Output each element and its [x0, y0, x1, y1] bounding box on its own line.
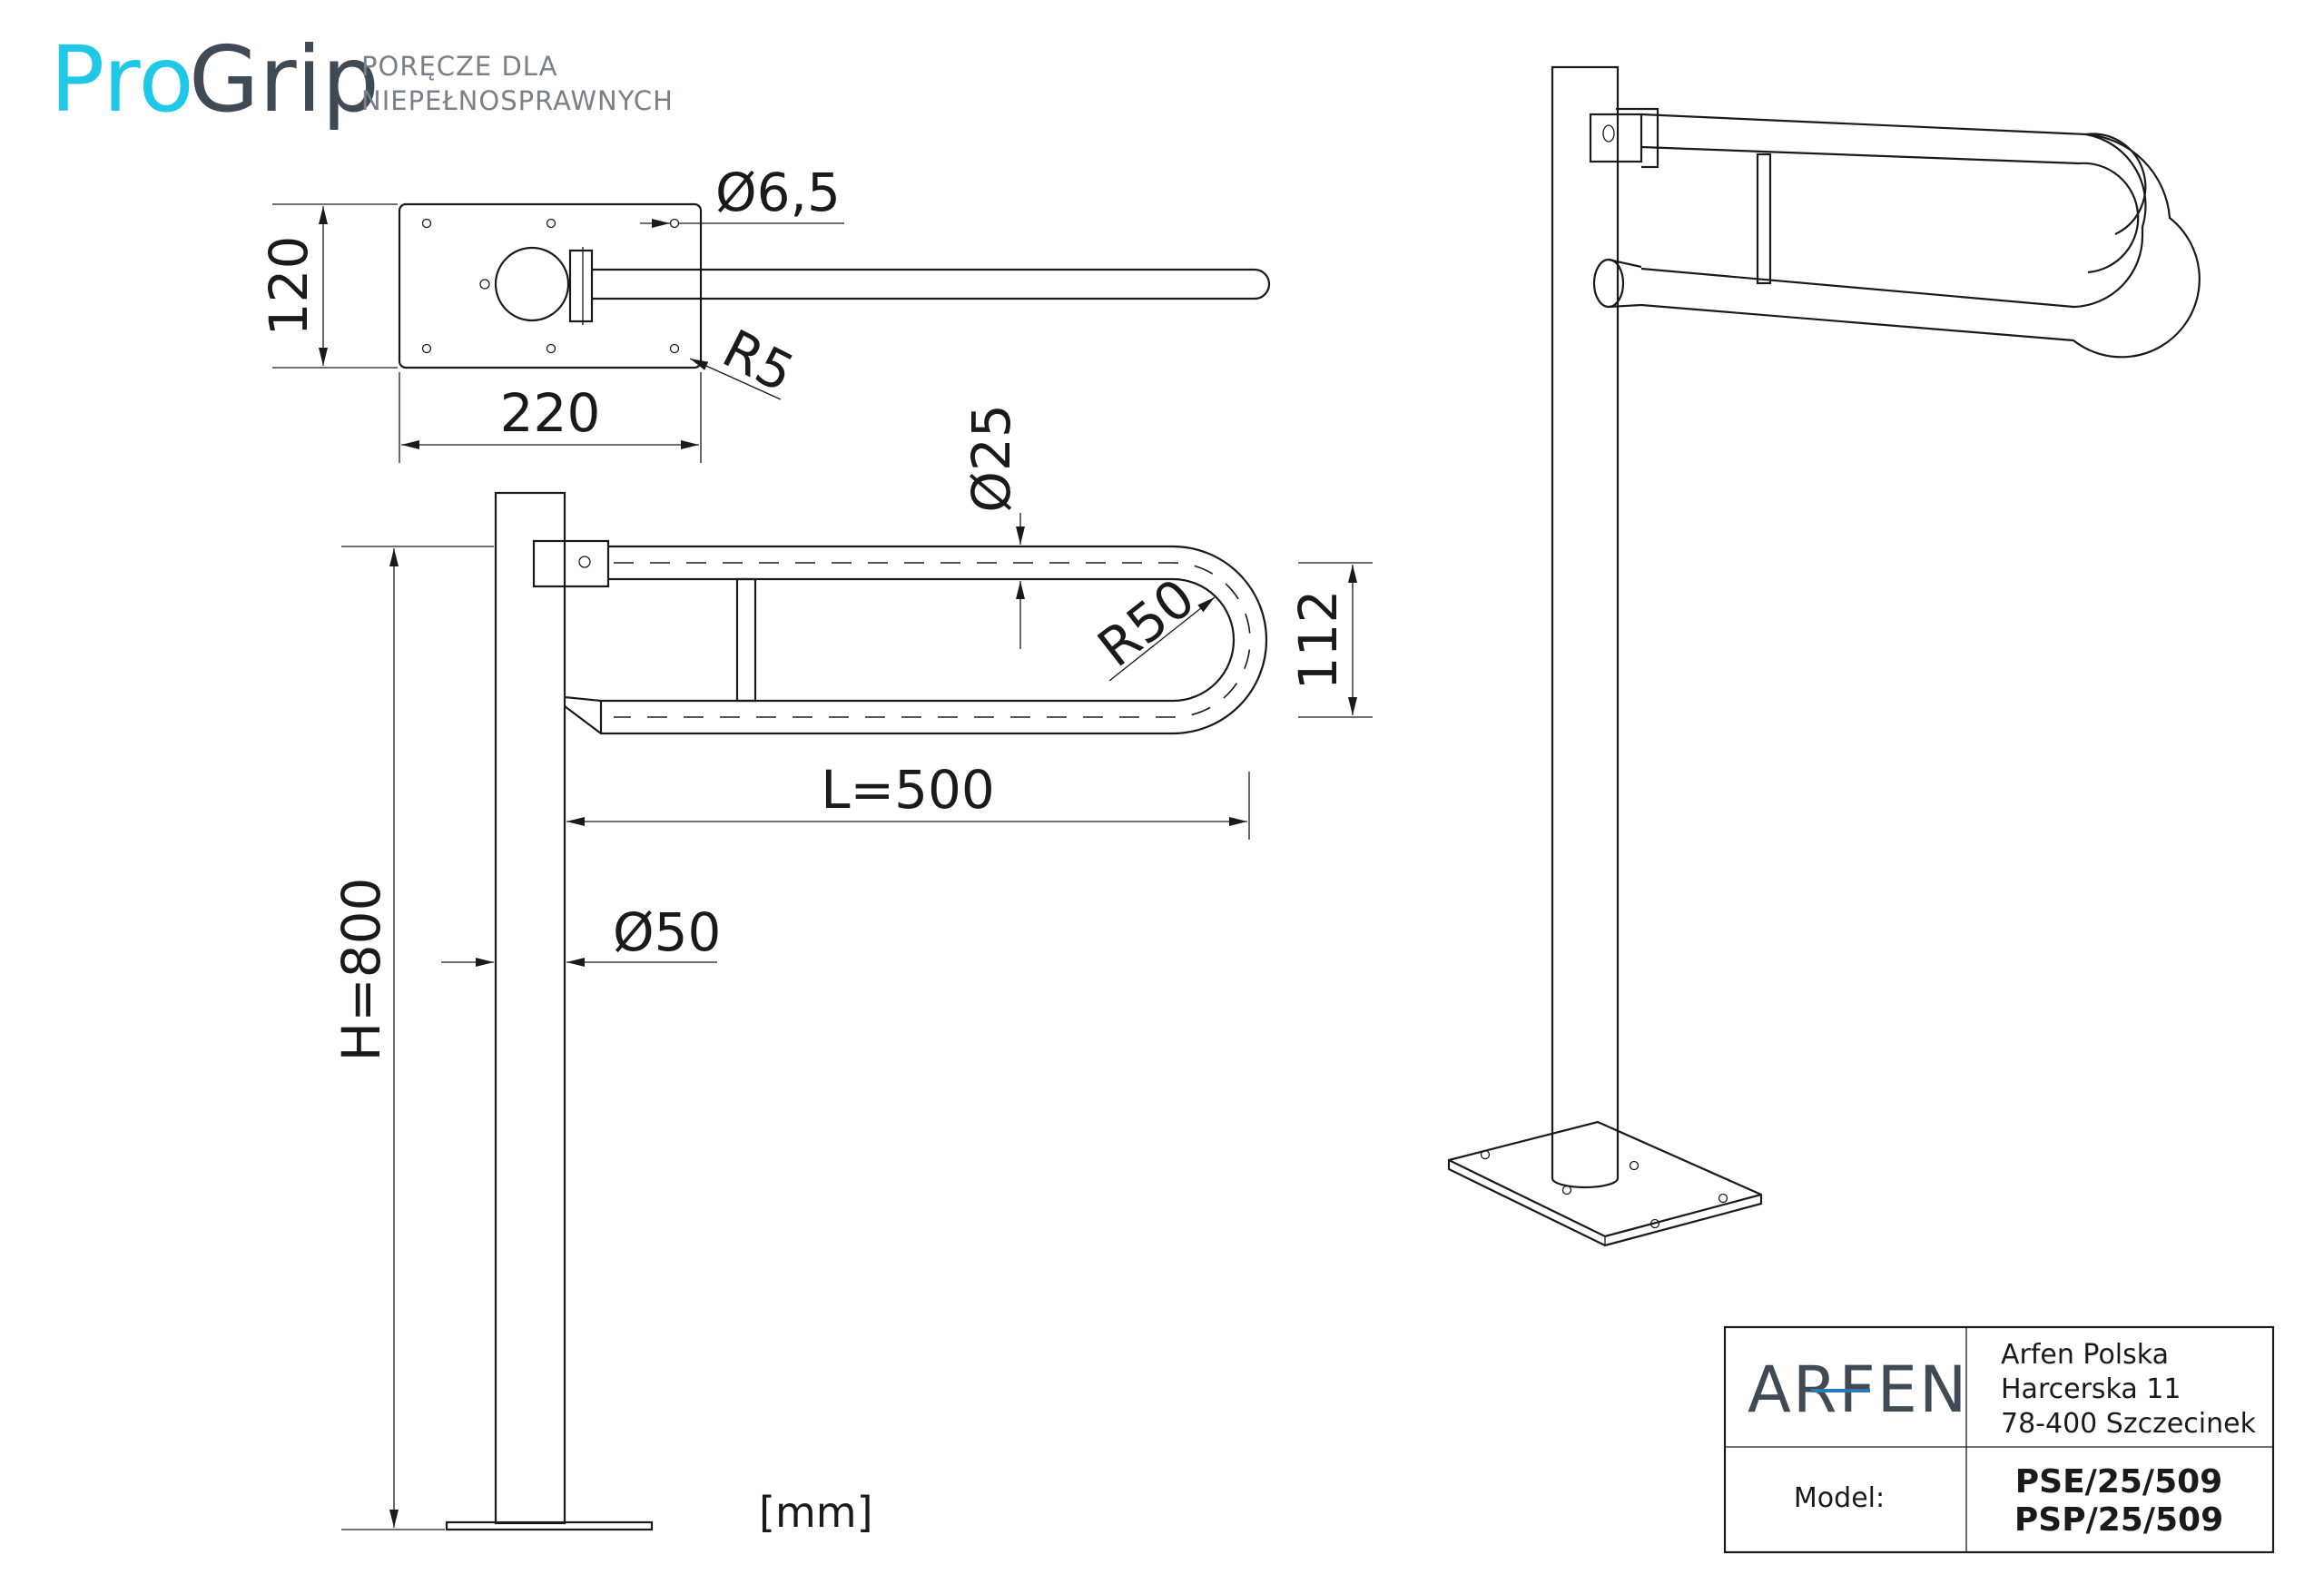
u-rail-inner	[564, 577, 1236, 703]
plate-hole	[479, 279, 490, 290]
iso-lower-rail	[1640, 133, 2147, 309]
plate-hole	[421, 343, 432, 354]
hinge-block	[532, 539, 610, 588]
rail-top-view	[592, 268, 1271, 300]
progrip-logo: Pro Grip PORĘCZE DLA NIEPEŁNOSPRAWNYCH	[50, 26, 674, 133]
iso-base-plate	[1447, 1120, 1763, 1247]
iso-plate-hole	[1718, 1193, 1728, 1204]
dim-post-diameter: Ø50	[613, 901, 721, 963]
iso-upper-rail	[1640, 113, 2147, 235]
side-view: Ø25 R50 112 L=500 Ø50 H=800 [mm]	[330, 404, 1373, 1537]
u-rail-outer	[564, 545, 1268, 735]
model-number-1: PSE/25/509	[2015, 1463, 2222, 1501]
rail-centerline	[614, 562, 1251, 718]
company-name: Arfen Polska	[2001, 1339, 2169, 1371]
title-block: ARFEN Arfen Polska Harcerska 11 78-400 S…	[1723, 1325, 2275, 1554]
hinge-pin	[578, 556, 591, 568]
dim-tube-diameter: Ø25	[960, 404, 1022, 512]
brand-name-grip: Grip	[189, 26, 379, 133]
brand-tagline-line1: PORĘCZE DLA	[361, 51, 557, 82]
post-top-view	[494, 246, 570, 322]
brand-tagline-line2: NIEPEŁNOSPRAWNYCH	[361, 85, 674, 116]
model-label: Model:	[1794, 1482, 1885, 1514]
hinge-bracket	[568, 249, 594, 323]
base-plate-side-view	[445, 1520, 654, 1531]
unit-label: [mm]	[759, 1488, 873, 1537]
top-view: 120 220 Ø6,5 R5	[258, 162, 1271, 463]
model-number-2: PSP/25/509	[2014, 1501, 2223, 1539]
isometric-view	[1447, 65, 2201, 1247]
iso-plate-hole	[1480, 1149, 1491, 1160]
arfen-logo: ARFEN	[1748, 1353, 1966, 1427]
dim-plate-height: 120	[258, 236, 320, 337]
plate-hole	[669, 218, 680, 229]
dim-rail-spacing: 112	[1287, 590, 1349, 691]
company-street: Harcerska 11	[2001, 1373, 2181, 1405]
plate-hole	[669, 343, 680, 354]
iso-post	[1551, 65, 1620, 1189]
iso-plate-hole	[1649, 1218, 1660, 1229]
plate-hole	[421, 218, 432, 229]
dim-corner-radius: R5	[714, 318, 804, 405]
iso-plate-hole	[1629, 1160, 1640, 1171]
mounting-plate	[398, 202, 703, 369]
company-city: 78-400 Szczecinek	[2001, 1408, 2257, 1440]
dim-hole-diameter: Ø6,5	[715, 162, 841, 223]
dim-bend-radius: R50	[1087, 566, 1206, 679]
iso-cross-strut	[1756, 153, 1772, 285]
brand-name-pro: Pro	[50, 26, 194, 133]
iso-hinge-collar	[1592, 258, 1625, 309]
plate-hole	[546, 343, 556, 354]
dim-plate-width: 220	[500, 382, 601, 444]
dim-height: H=800	[330, 878, 392, 1062]
cross-strut	[735, 577, 757, 703]
post-side-view	[494, 491, 566, 1525]
iso-hinge-bracket	[1589, 113, 1643, 163]
dim-length: L=500	[821, 759, 995, 821]
plate-hole	[546, 218, 556, 229]
